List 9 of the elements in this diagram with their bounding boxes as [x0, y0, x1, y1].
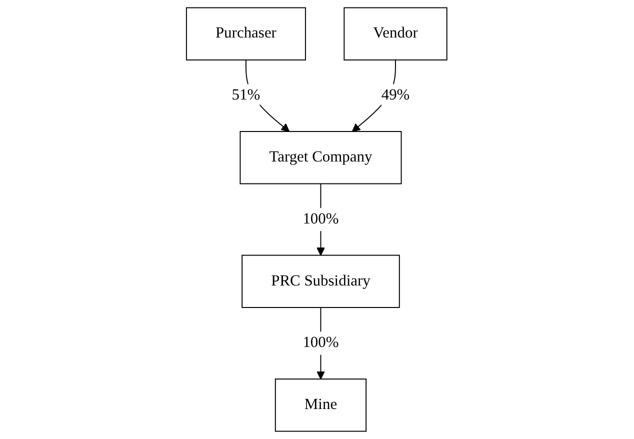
node-box: Target Company	[240, 131, 402, 184]
node-box: PRC Subsidiary	[242, 254, 400, 308]
node-box: Purchaser	[186, 7, 306, 60]
node-box: Vendor	[344, 7, 448, 60]
edge-label: 100%	[303, 210, 340, 228]
node-box: Mine	[275, 378, 367, 432]
edge-label: 51%	[232, 87, 260, 104]
edge-label: 49%	[382, 87, 410, 104]
edge-label: 100%	[303, 334, 340, 352]
